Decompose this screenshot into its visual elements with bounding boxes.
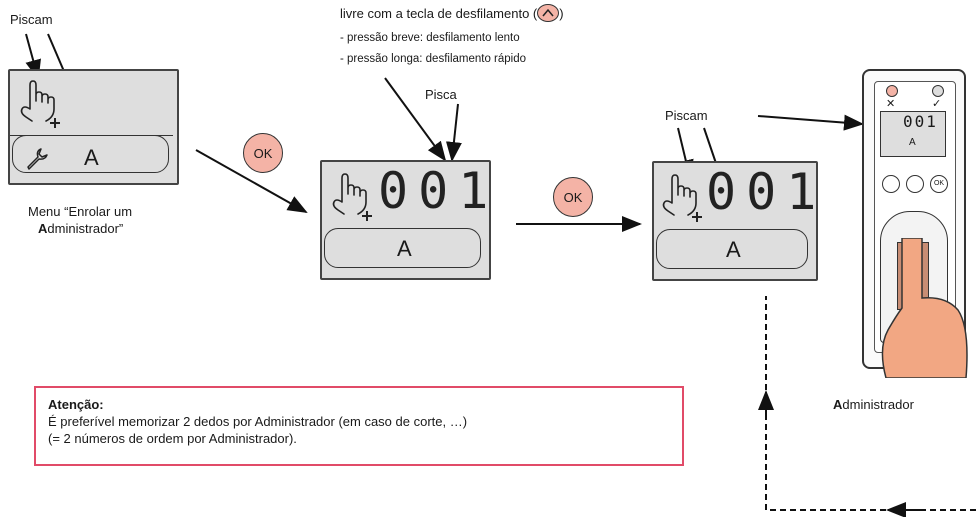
hand-plus-icon: [20, 80, 60, 128]
hand-plus-icon: [662, 174, 702, 222]
device-led-grey: [932, 85, 944, 97]
scroll-instruction-text: livre com a tecla de desfilamento (: [340, 6, 538, 21]
device-cross-label: ✕: [886, 98, 896, 110]
device-check-label: ✓: [932, 98, 942, 110]
scroll-instruction-end: ): [559, 6, 564, 21]
ok-button-1[interactable]: OK: [243, 133, 283, 173]
menu-label-rest: dministrador”: [47, 221, 124, 236]
menu-label-line1: Menu “Enrolar um: [28, 204, 133, 219]
piscam-label-2: Piscam: [665, 108, 708, 123]
arrow-screen1-screen2: [195, 149, 308, 213]
warning-line1: É preferível memorizar 2 dedos por Admin…: [48, 414, 468, 429]
warning-title: Atenção:: [48, 397, 104, 412]
scroll-instruction: livre com a tecla de desfilamento (): [340, 4, 564, 22]
lcd-screen-menu: A: [8, 69, 179, 185]
long-press-text: - pressão longa: desfilamento rápido: [340, 53, 527, 65]
menu-label-bold: A: [38, 221, 48, 236]
administrador-label: Administrador: [833, 397, 914, 413]
administrador-rest: dministrador: [842, 397, 914, 412]
arrow-pisca: [445, 103, 462, 162]
device-key-ok[interactable]: OK: [930, 175, 948, 193]
device-mini-number: 001: [903, 112, 938, 131]
device-led-red: [886, 85, 898, 97]
short-press-text: - pressão breve: desfilamento lento: [340, 32, 520, 44]
wrench-icon: [27, 148, 48, 170]
arrow-to-device: [757, 114, 864, 131]
device-key-scroll[interactable]: [906, 175, 924, 193]
hand-plus-icon: [332, 173, 372, 221]
screen3-number: 001: [706, 163, 827, 221]
pisca-label: Pisca: [425, 87, 457, 102]
administrador-bold: A: [833, 397, 843, 412]
ok-button-2[interactable]: OK: [553, 177, 593, 217]
lcd-screen-confirm: 001 A: [652, 161, 818, 281]
scroll-key-icon: [537, 4, 560, 22]
device-mini-lcd: 001 A: [880, 111, 946, 157]
screen2-letter: A: [397, 236, 412, 261]
finger-icon: [881, 238, 968, 378]
warning-box: Atenção: É preferível memorizar 2 dedos …: [34, 386, 684, 466]
device-key-menu[interactable]: [882, 175, 900, 193]
device-mini-letter: A: [909, 137, 916, 148]
menu-label-line2: Administrador”: [38, 221, 123, 237]
screen1-letter: A: [84, 145, 99, 170]
lcd-screen-number: 001 A: [320, 160, 491, 280]
screen3-letter: A: [726, 237, 741, 262]
screen2-number: 001: [378, 162, 499, 220]
piscam-label-1: Piscam: [10, 12, 53, 27]
arrow-scroll-to-number: [384, 77, 447, 162]
warning-line2: (= 2 números de ordem por Administrador)…: [48, 431, 297, 446]
